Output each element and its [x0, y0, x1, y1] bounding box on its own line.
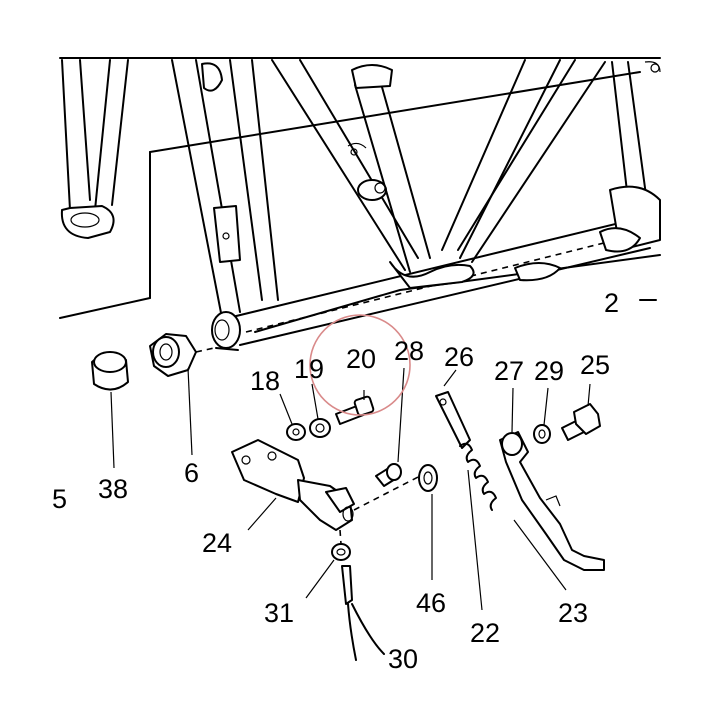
- label-29: 29: [534, 356, 564, 386]
- label-27: 27: [494, 356, 524, 386]
- part-27-sidestand: [499, 387, 605, 591]
- label-28: 28: [394, 336, 424, 366]
- part-6-nut: [149, 333, 215, 456]
- label-20: 20: [346, 344, 376, 374]
- label-18: 18: [250, 366, 280, 396]
- label-2: 2: [604, 288, 619, 318]
- label-38: 38: [98, 474, 128, 504]
- label-46: 46: [416, 588, 446, 618]
- part-25-pivot-bolt: [561, 383, 601, 441]
- part-22-spring: [459, 442, 497, 611]
- part-28-bolt: [375, 367, 405, 487]
- label-5-partial: 5: [52, 484, 67, 514]
- label-26: 26: [444, 342, 474, 372]
- label-30-partial: 30: [388, 644, 418, 674]
- highlight-circle: [309, 314, 411, 416]
- part-26-spring-plate: [435, 369, 471, 449]
- part-46-washer: [418, 464, 438, 580]
- part-18-washer: [279, 393, 306, 441]
- part-19-washer: [309, 383, 331, 438]
- label-19: 19: [294, 354, 324, 384]
- part-20-bolt: [335, 390, 375, 425]
- label-24: 24: [202, 528, 232, 558]
- label-6: 6: [184, 458, 199, 488]
- part-31-nut: [305, 529, 351, 599]
- part-29-washer: [533, 387, 551, 444]
- label-23: 23: [558, 598, 588, 628]
- part-24-bracket: [231, 439, 421, 531]
- cable-30: [341, 565, 385, 661]
- part-labels: 2 38 6 18 19 20 28 26 27 29 25 24 31 46 …: [52, 288, 619, 674]
- frame-assembly: [59, 57, 661, 351]
- label-22: 22: [470, 618, 500, 648]
- part-38-cap: [91, 351, 129, 469]
- label-25: 25: [580, 350, 610, 380]
- label-31: 31: [264, 598, 294, 628]
